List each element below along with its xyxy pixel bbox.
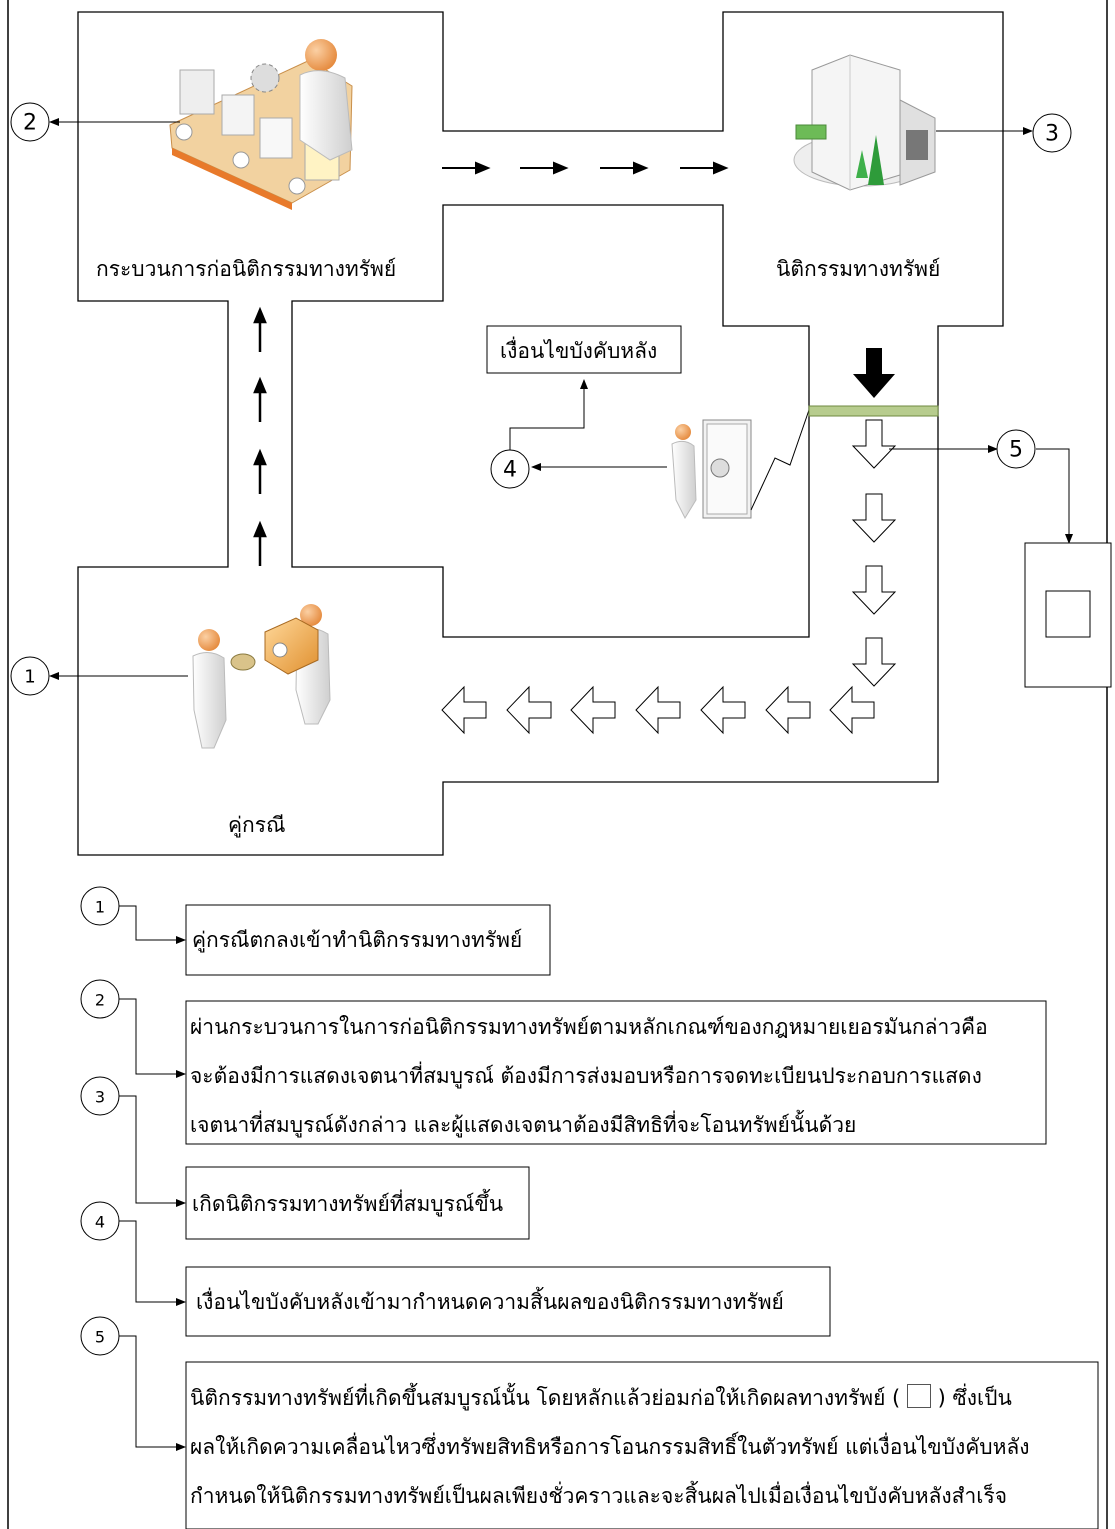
- marker-5: 5: [996, 429, 1036, 469]
- transaction-label: นิติกรรมทางทรัพย์: [776, 257, 940, 281]
- legend-marker-1: 1: [80, 886, 120, 926]
- svg-text:1: 1: [24, 667, 35, 688]
- parties-label: คู่กรณี: [228, 813, 286, 838]
- safe-person-icon: [671, 419, 752, 520]
- legend-5-line1-a: นิติกรรมทางทรัพย์ที่เกิดขึ้นสมบูรณ์นั้น …: [190, 1386, 901, 1410]
- parties-icon: [192, 604, 331, 749]
- legend-connectors: [119, 905, 186, 1451]
- legend-boxes: [185, 904, 1099, 1529]
- hollow-arrows-down: [851, 419, 897, 687]
- conveyor-worker-icon: [169, 39, 353, 210]
- lightning-line: [750, 409, 810, 511]
- hollow-arrows-left: [441, 685, 875, 735]
- effect-placeholder-box: [906, 1384, 931, 1408]
- condition-label: เงื่อนไขบังคับหลัง: [500, 336, 657, 363]
- svg-text:4: 4: [95, 1213, 105, 1232]
- legend-text-2: ผ่านกระบวนการในการก่อนิติกรรมทางทรัพย์ตา…: [190, 1015, 988, 1137]
- flow-outline: [77, 11, 1004, 856]
- condition-box: [486, 325, 682, 374]
- page-frame: [7, 0, 1108, 1529]
- legend-text-5: นิติกรรมทางทรัพย์ที่เกิดขึ้นสมบูรณ์นั้น …: [190, 1384, 1030, 1508]
- legend-marker-3: 3: [80, 1076, 120, 1116]
- connector-4: [509, 379, 667, 471]
- green-bar: [808, 405, 939, 417]
- legend-5-line1-b: ) ซึ่งเป็น: [937, 1386, 1012, 1410]
- legend-marker-4: 4: [80, 1201, 120, 1241]
- result-inner-box: [1045, 590, 1091, 638]
- building-icon: [793, 54, 936, 191]
- svg-text:3: 3: [1045, 122, 1059, 147]
- svg-text:3: 3: [95, 1088, 105, 1107]
- legend-text-4: เงื่อนไขบังคับหลังเข้ามากำหนดความสิ้นผลข…: [196, 1290, 784, 1314]
- marker-3: 3: [1032, 113, 1072, 153]
- flow-arrows-up: [253, 306, 267, 566]
- black-down-arrow: [853, 348, 895, 398]
- connector-lines: [49, 118, 1073, 680]
- marker-2: 2: [10, 102, 50, 142]
- legend-marker-2: 2: [80, 979, 120, 1019]
- marker-1: 1: [10, 656, 50, 696]
- legend-marker-5: 5: [80, 1316, 120, 1356]
- svg-text:4: 4: [503, 458, 517, 483]
- process-label: กระบวนการก่อนิติกรรมทางทรัพย์: [96, 257, 396, 281]
- svg-text:2: 2: [95, 991, 105, 1010]
- svg-text:5: 5: [1009, 438, 1023, 463]
- svg-text:2: 2: [23, 111, 37, 136]
- legend-text-3: เกิดนิติกรรมทางทรัพย์ที่สมบูรณ์ขึ้น: [192, 1192, 504, 1216]
- legend-text-1: คู่กรณีตกลงเข้าทำนิติกรรมทางทรัพย์: [192, 928, 523, 952]
- flow-arrows-right: [442, 161, 729, 175]
- marker-4: 4: [490, 449, 530, 489]
- svg-text:5: 5: [95, 1328, 105, 1347]
- inner-outline: [291, 204, 810, 638]
- svg-text:1: 1: [95, 898, 105, 917]
